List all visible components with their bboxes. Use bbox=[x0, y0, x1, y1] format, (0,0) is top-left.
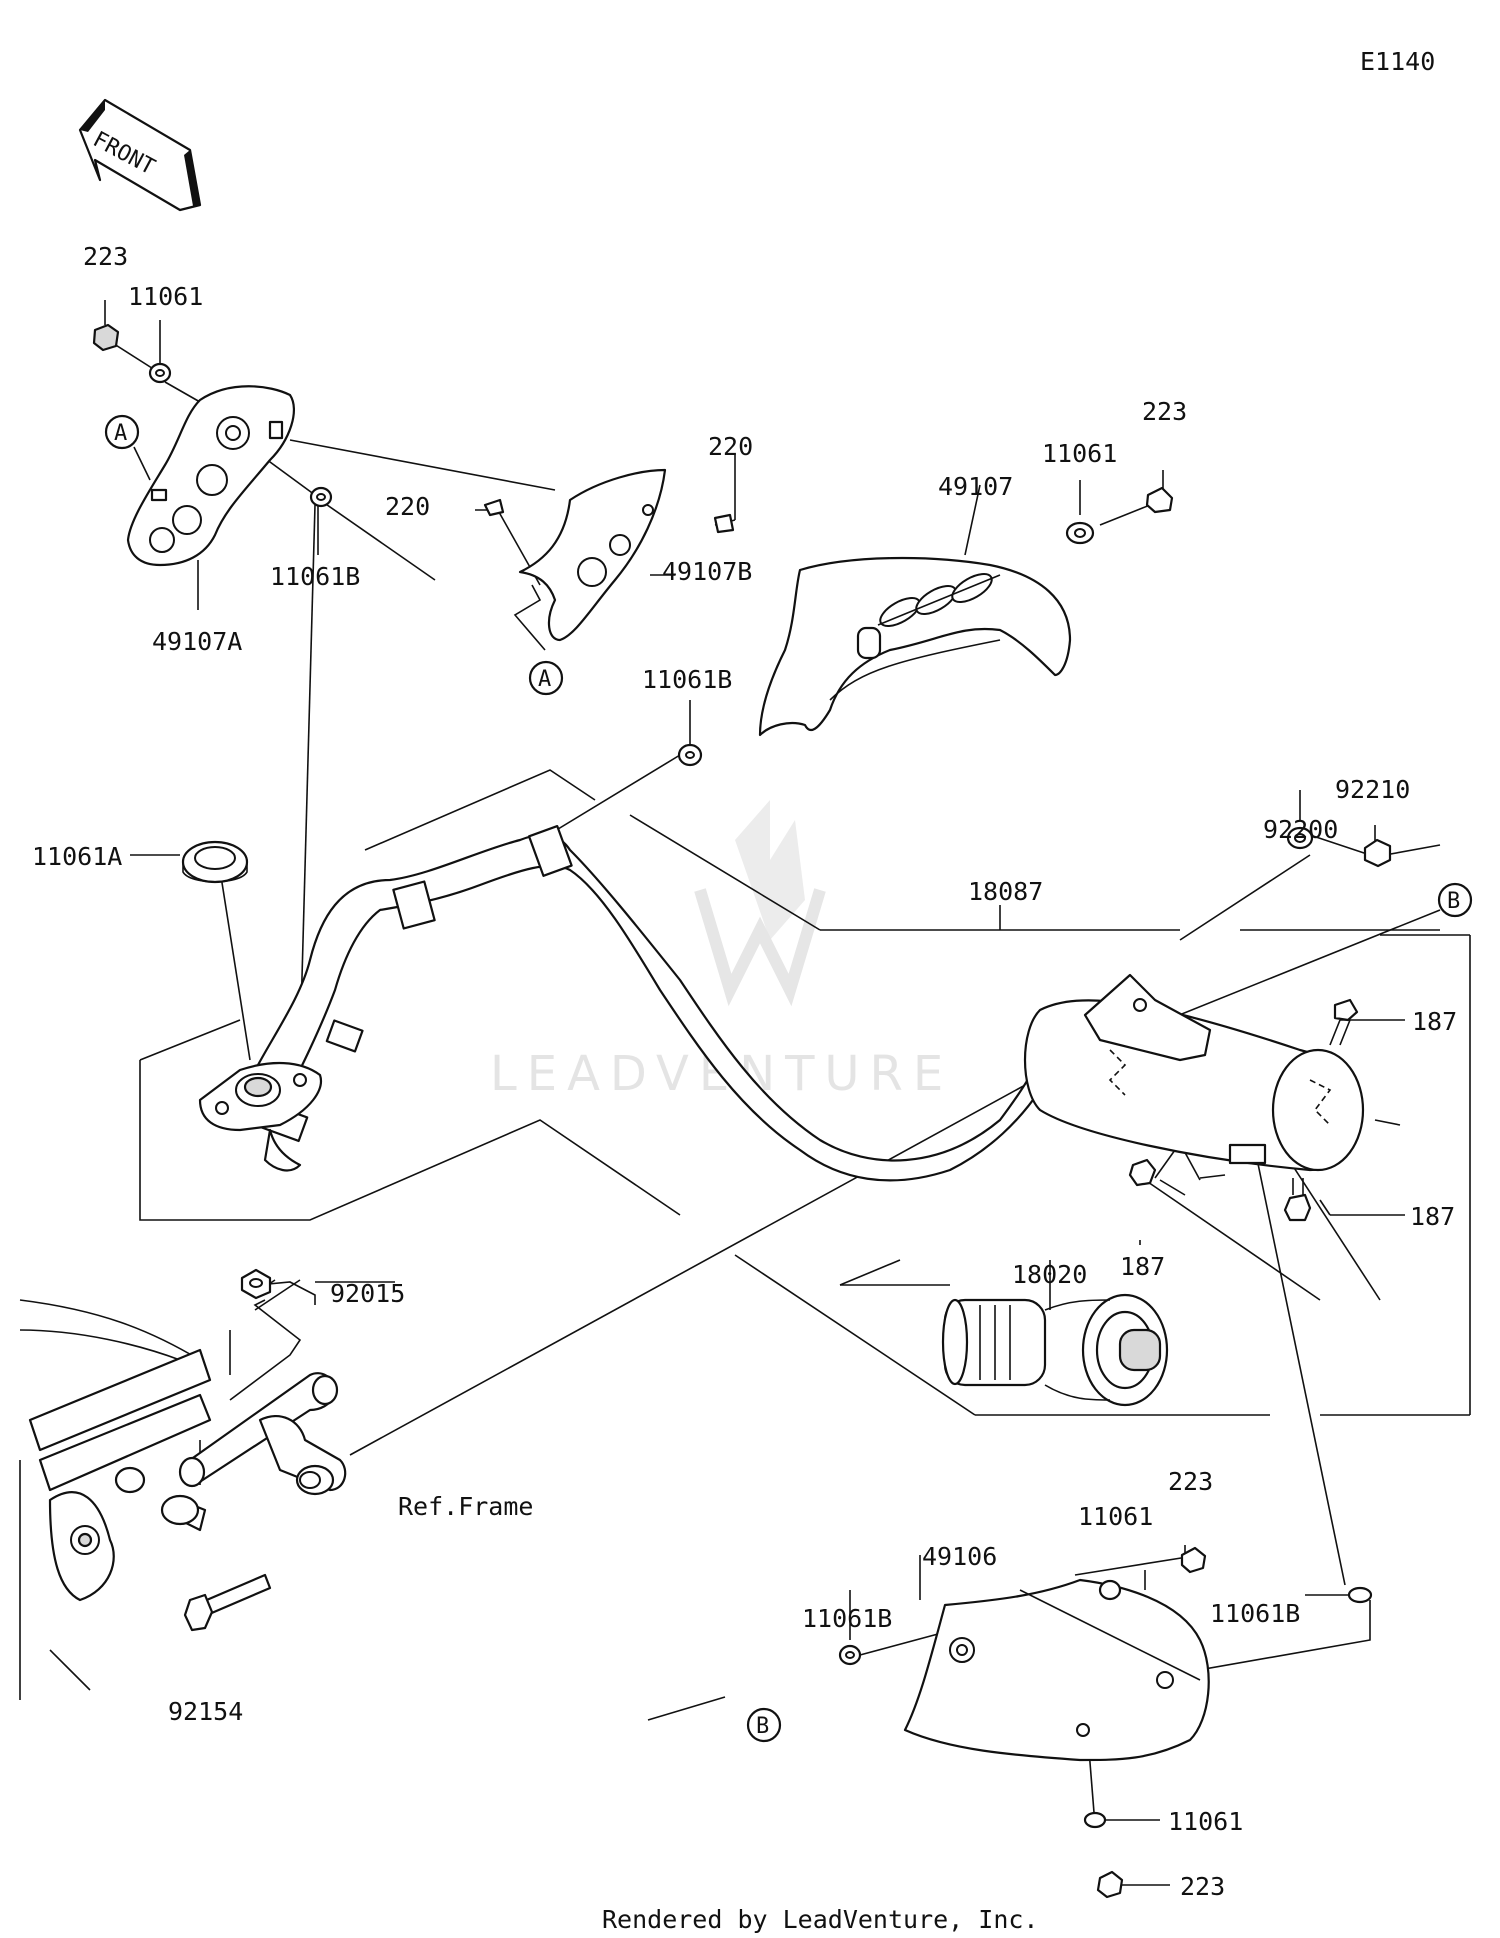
label-11061b-far-right: 11061B bbox=[1210, 1599, 1300, 1628]
label-18087: 18087 bbox=[968, 877, 1043, 906]
ref-markers: A A B B bbox=[104, 414, 1473, 1743]
muffler bbox=[1024, 973, 1365, 1172]
front-arrow-icon: FRONT bbox=[78, 98, 202, 212]
heat-shield-49106 bbox=[903, 1578, 1210, 1762]
label-11061-lower: 11061 bbox=[1078, 1502, 1153, 1531]
label-223-top-left: 223 bbox=[83, 242, 128, 271]
ref-b-bottom: B bbox=[756, 1714, 769, 1739]
label-187-lower: 187 bbox=[1410, 1202, 1455, 1231]
label-18020: 18020 bbox=[1012, 1260, 1087, 1289]
label-11061b-left: 11061B bbox=[270, 562, 360, 591]
label-223-upper-right: 223 bbox=[1142, 397, 1187, 426]
spark-arrester-18020 bbox=[941, 1293, 1169, 1407]
part-labels: 223 11061 11061B 49107A 220 220 49107B 4… bbox=[32, 242, 1457, 1901]
label-220-right: 220 bbox=[708, 432, 753, 461]
label-11061-top-left: 11061 bbox=[128, 282, 203, 311]
label-92210: 92210 bbox=[1335, 775, 1410, 804]
heat-shield-49107 bbox=[758, 556, 1072, 737]
exhaust-pipe-18087 bbox=[198, 824, 1042, 1182]
label-92200: 92200 bbox=[1263, 815, 1338, 844]
ref-b-right: B bbox=[1447, 889, 1460, 914]
watermark: LEADVENTURE bbox=[490, 800, 943, 1102]
label-223-bottom: 223 bbox=[1180, 1872, 1225, 1901]
label-ref-frame: Ref.Frame bbox=[398, 1492, 533, 1521]
label-11061-bottom: 11061 bbox=[1168, 1807, 1243, 1836]
label-49106: 49106 bbox=[922, 1542, 997, 1571]
heat-shield-49107b bbox=[518, 468, 667, 642]
label-49107: 49107 bbox=[938, 472, 1013, 501]
frame-section bbox=[19, 1299, 347, 1700]
label-220-left: 220 bbox=[385, 492, 430, 521]
diagram-code: E1140 bbox=[1360, 47, 1435, 76]
ref-a-center: A bbox=[538, 667, 551, 692]
label-11061b-center: 11061B bbox=[642, 665, 732, 694]
label-49107b: 49107B bbox=[662, 557, 752, 586]
label-11061a: 11061A bbox=[32, 842, 122, 871]
label-92154: 92154 bbox=[168, 1697, 243, 1726]
label-187-top: 187 bbox=[1412, 1007, 1457, 1036]
footer-credit: Rendered by LeadVenture, Inc. bbox=[602, 1905, 1039, 1934]
fasteners bbox=[92, 323, 1392, 1899]
ref-a-left: A bbox=[114, 421, 127, 446]
label-11061-upper-right: 11061 bbox=[1042, 439, 1117, 468]
label-92015: 92015 bbox=[330, 1279, 405, 1308]
heat-shield-49107a bbox=[126, 385, 295, 567]
label-11061b-bottom-left: 11061B bbox=[802, 1604, 892, 1633]
label-49107a: 49107A bbox=[152, 627, 242, 656]
label-223-lower: 223 bbox=[1168, 1467, 1213, 1496]
gasket-11061a bbox=[181, 840, 249, 884]
label-187-middle: 187 bbox=[1120, 1252, 1165, 1281]
assembly-group-lines bbox=[139, 769, 1471, 1416]
